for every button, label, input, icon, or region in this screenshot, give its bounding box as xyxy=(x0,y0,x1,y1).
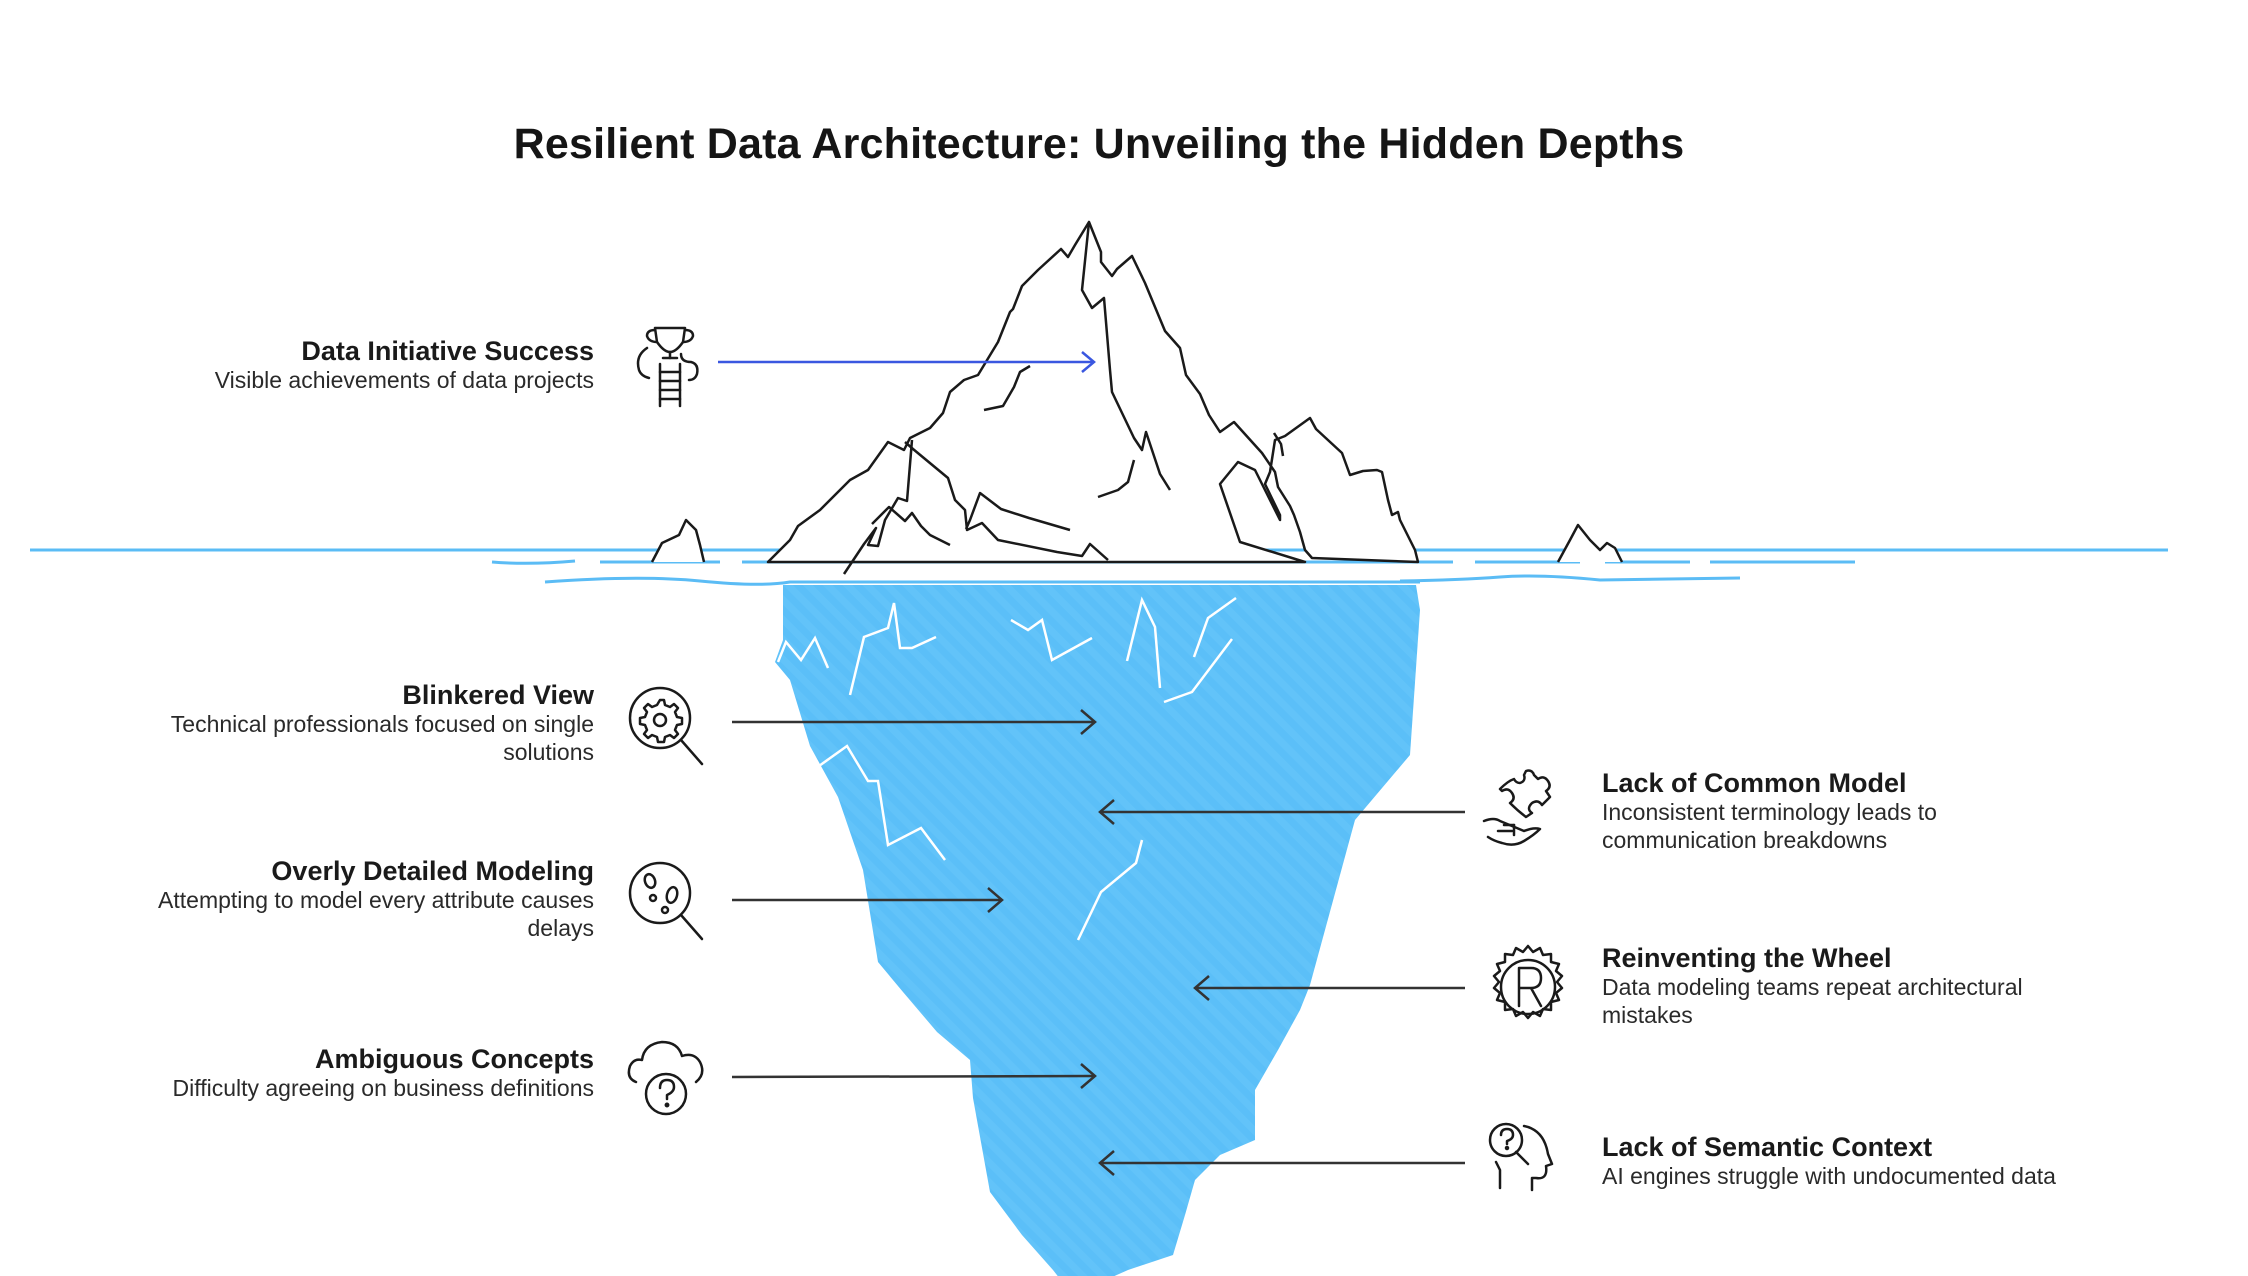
arrow-overly-detailed xyxy=(732,887,1004,913)
item-heading: Data Initiative Success xyxy=(301,336,594,366)
item-description-line: communication breakdowns xyxy=(1602,827,1888,853)
item-data-initiative-success: Data Initiative Success Visible achievem… xyxy=(0,336,594,394)
item-ambiguous-concepts: Ambiguous Concepts Difficulty agreeing o… xyxy=(0,1044,595,1102)
trophy-ladder-icon xyxy=(625,320,715,410)
item-heading: Overly Detailed Modeling xyxy=(271,856,594,886)
magnifier-details-icon xyxy=(622,855,712,945)
arrow-reinventing-wheel xyxy=(1193,975,1465,1001)
item-description-line: mistakes xyxy=(1602,1002,1693,1028)
item-blinkered-view: Blinkered View Technical professionals f… xyxy=(0,680,594,766)
item-heading: Lack of Semantic Context xyxy=(1602,1132,1933,1162)
item-description-line: delays xyxy=(527,915,594,941)
puzzle-hand-icon xyxy=(1482,765,1572,855)
item-description-line: Attempting to model every attribute caus… xyxy=(158,887,594,913)
item-description-line: Difficulty agreeing on business definiti… xyxy=(172,1075,595,1101)
item-lack-of-semantic-context: Lack of Semantic Context AI engines stru… xyxy=(1602,1132,2202,1190)
item-overly-detailed-modeling: Overly Detailed Modeling Attempting to m… xyxy=(0,856,594,942)
item-description: Visible achievements of data projects xyxy=(214,367,594,393)
page-title: Resilient Data Architecture: Unveiling t… xyxy=(513,120,1685,168)
arrow-ambiguous-concepts xyxy=(731,1063,1097,1089)
iceberg-underwater xyxy=(775,585,1420,1276)
item-description-line: AI engines struggle with undocumented da… xyxy=(1602,1163,2056,1189)
iceberg-visible xyxy=(650,220,1624,575)
arrow-common-model xyxy=(1098,799,1465,825)
item-description-line: solutions xyxy=(503,739,594,765)
item-heading: Reinventing the Wheel xyxy=(1602,943,1892,973)
arrow-blinkered-view xyxy=(732,709,1097,735)
cloud-question-icon xyxy=(622,1030,712,1120)
item-lack-of-common-model: Lack of Common Model Inconsistent termin… xyxy=(1602,768,2202,854)
item-heading: Ambiguous Concepts xyxy=(314,1044,594,1074)
item-description-line: Data modeling teams repeat architectural xyxy=(1602,974,2023,1000)
arrows xyxy=(718,351,1465,1176)
item-heading: Lack of Common Model xyxy=(1602,768,1907,798)
gear-r-icon xyxy=(1483,942,1573,1032)
item-description-line: Technical professionals focused on singl… xyxy=(170,711,594,737)
item-reinventing-the-wheel: Reinventing the Wheel Data modeling team… xyxy=(1602,943,2202,1029)
item-heading: Blinkered View xyxy=(402,680,594,710)
item-description-line: Inconsistent terminology leads to xyxy=(1602,799,1937,825)
gear-magnifier-icon xyxy=(622,680,712,770)
head-question-icon xyxy=(1482,1120,1572,1210)
arrow-semantic-context xyxy=(1098,1150,1465,1176)
arrow-visible-success xyxy=(718,351,1096,373)
